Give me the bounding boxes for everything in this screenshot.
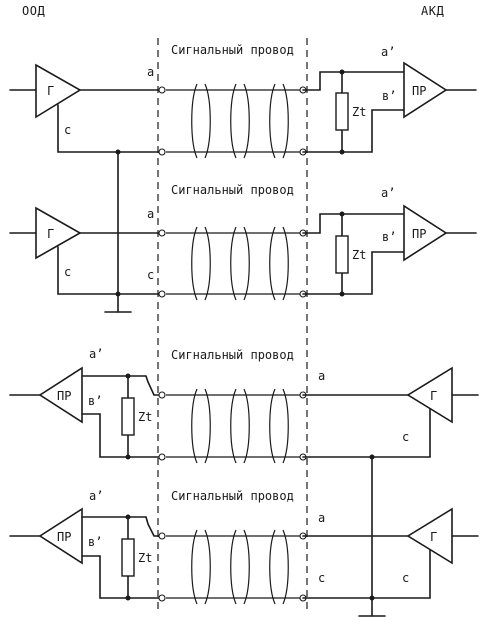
- receiver-label-1: ПР: [412, 84, 426, 98]
- label-b-prime-3: в’: [88, 394, 102, 408]
- signal-line-left-4: [81, 516, 163, 537]
- common-line-right-1: [302, 109, 405, 153]
- ground-junction-right-3: [369, 454, 375, 460]
- terminal-1-la: [158, 86, 166, 94]
- ground-junction-right-4: [369, 595, 375, 601]
- label-a-prime-4: a’: [89, 489, 103, 503]
- label-a-3: a: [318, 369, 325, 383]
- junction-3b: [125, 454, 131, 460]
- resistor-zt-1: [335, 92, 349, 131]
- signal-line-left-3: [81, 375, 163, 396]
- receiver-triangle-4: [38, 507, 83, 565]
- twist-4c: [269, 529, 289, 605]
- common-line-right-2: [302, 251, 405, 295]
- generator-label-3: Г: [430, 389, 437, 403]
- label-a-prime-3: a’: [89, 347, 103, 361]
- twist-4b: [230, 529, 250, 605]
- common-line-left-2: [57, 246, 163, 295]
- terminal-4-lc: [158, 594, 166, 602]
- label-a-2: a: [147, 207, 154, 221]
- twist-1b: [230, 83, 250, 159]
- label-a-1: a: [147, 65, 154, 79]
- resistor-zt-2: [335, 235, 349, 274]
- terminal-3-lc: [158, 453, 166, 461]
- junction-1b: [339, 149, 345, 155]
- generator-label-1: Г: [47, 84, 54, 98]
- zt-label-2: Zt: [352, 248, 366, 262]
- common-line-left-3: [81, 413, 163, 458]
- label-c-2a: c: [64, 265, 71, 279]
- junction-4b: [125, 595, 131, 601]
- resistor-zt-3: [121, 397, 135, 436]
- terminal-4-la: [158, 532, 166, 540]
- zt-label-1: Zt: [352, 105, 366, 119]
- signal-wire-label-2: Сигнальный провод: [171, 183, 294, 197]
- twist-4a: [191, 529, 211, 605]
- signal-line-right-1: [302, 71, 405, 91]
- label-c-3: c: [402, 430, 409, 444]
- generator-label-2: Г: [47, 227, 54, 241]
- receiver-triangle-3: [38, 366, 83, 424]
- generator-label-4: Г: [430, 530, 437, 544]
- twist-2a: [191, 226, 211, 301]
- label-c-4a: c: [318, 571, 325, 585]
- receiver-label-4: ПР: [57, 530, 71, 544]
- twist-3a: [191, 388, 211, 464]
- circuit-row-3: Сигнальный провод ПР a’ в’ Zt a Г c: [9, 347, 479, 464]
- label-a-4: a: [318, 511, 325, 525]
- circuit-row-2: Сигнальный провод Г a c c Zt a’ в’ ПР: [9, 183, 477, 301]
- header-ood: ООД: [22, 4, 45, 18]
- junction-2a: [339, 211, 345, 217]
- twist-1a: [191, 83, 211, 159]
- label-b-prime-2: в’: [382, 230, 396, 244]
- twist-2b: [230, 226, 250, 301]
- twist-3b: [230, 388, 250, 464]
- receiver-label-3: ПР: [57, 389, 71, 403]
- label-c-4b: c: [402, 571, 409, 585]
- generator-triangle-2: [35, 206, 82, 260]
- receiver-triangle-2: [403, 204, 448, 262]
- label-c-2b: c: [147, 268, 154, 282]
- terminal-2-lc: [158, 290, 166, 298]
- terminal-3-la: [158, 391, 166, 399]
- signal-wire-label-3: Сигнальный провод: [171, 348, 294, 362]
- signal-wire-label-1: Сигнальный провод: [171, 43, 294, 57]
- resistor-zt-4: [121, 538, 135, 577]
- receiver-triangle-1: [403, 61, 448, 119]
- signal-line-right-2: [302, 213, 405, 234]
- twist-3c: [269, 388, 289, 464]
- label-c-1: c: [64, 123, 71, 137]
- terminal-1-lc: [158, 148, 166, 156]
- junction-2b: [339, 291, 345, 297]
- circuit-row-1: Сигнальный провод Г a c Zt a’ в’ ПР: [9, 43, 477, 159]
- label-a-prime-1: a’: [381, 45, 395, 59]
- twist-1c: [269, 83, 289, 159]
- common-line-left-1: [57, 104, 163, 153]
- zt-label-4: Zt: [138, 551, 152, 565]
- ground-junction-left-1: [115, 149, 121, 155]
- signal-wire-label-4: Сигнальный провод: [171, 489, 294, 503]
- common-line-right-3: [302, 408, 431, 458]
- label-b-prime-4: в’: [88, 535, 102, 549]
- junction-1a: [339, 69, 345, 75]
- circuit-row-4: Сигнальный провод ПР a’ в’ Zt a Г c c: [9, 489, 479, 605]
- common-line-left-4: [81, 555, 163, 599]
- terminal-2-la: [158, 229, 166, 237]
- header-akd: АКД: [421, 4, 444, 18]
- receiver-label-2: ПР: [412, 227, 426, 241]
- zt-label-3: Zt: [138, 410, 152, 424]
- junction-3a: [125, 373, 131, 379]
- label-b-prime-1: в’: [382, 89, 396, 103]
- generator-triangle-1: [35, 63, 82, 119]
- junction-4a: [125, 514, 131, 520]
- twist-2c: [269, 226, 289, 301]
- ground-junction-left-2: [115, 291, 121, 297]
- label-a-prime-2: a’: [381, 186, 395, 200]
- common-line-right-4: [302, 549, 431, 599]
